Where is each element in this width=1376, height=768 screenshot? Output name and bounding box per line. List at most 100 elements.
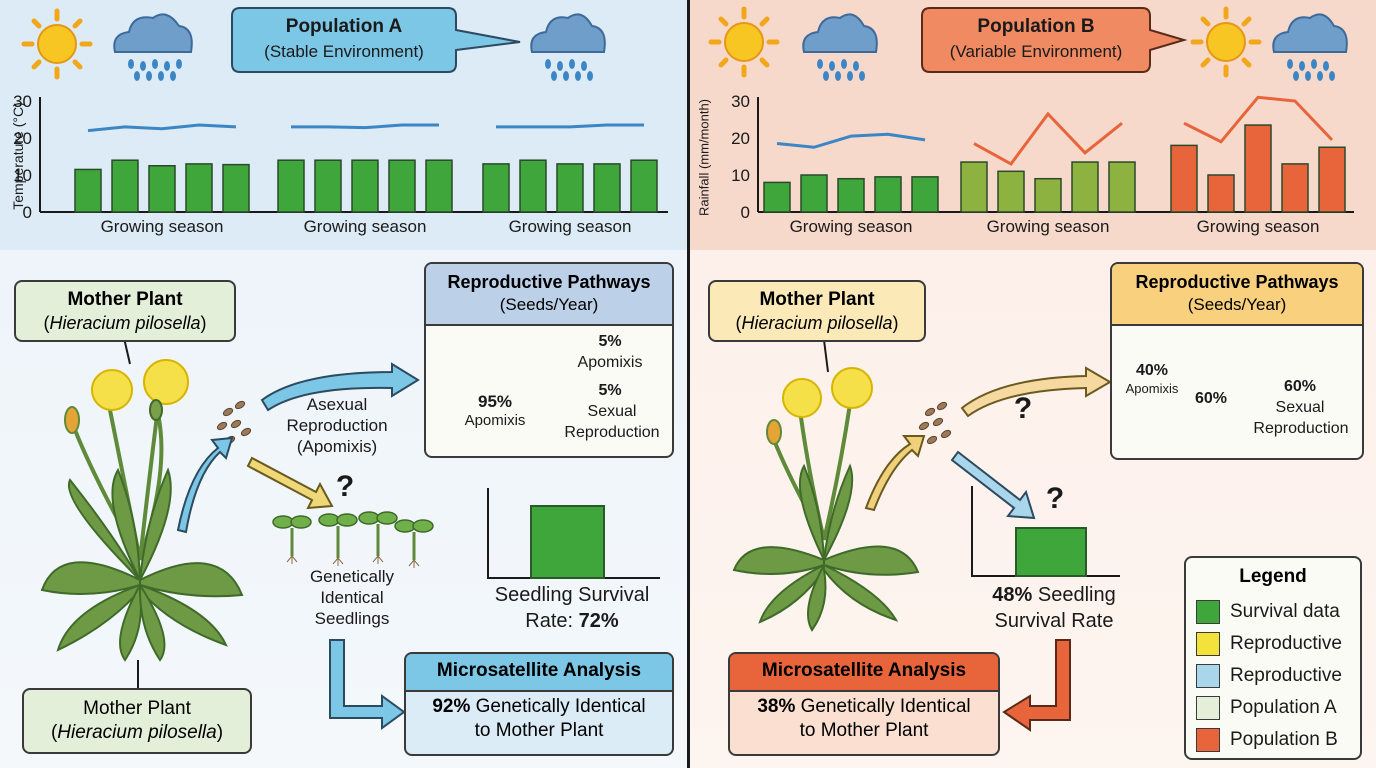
mother-plant-title: Mother Plant (759, 289, 875, 310)
slice-label: Apomixis (1125, 381, 1179, 396)
bar (911, 176, 939, 213)
micro-title: Microsatellite Analysis (436, 660, 642, 681)
bar (111, 159, 139, 213)
y-tick-label: 0 (23, 203, 32, 222)
bar (148, 165, 176, 213)
legend-swatch (1196, 728, 1220, 752)
bar (1071, 161, 1099, 213)
mother-plant-label: Mother Plant (Hieracium pilosella) (708, 280, 926, 342)
y-tick-label: 30 (731, 92, 750, 111)
slice-label: Sexual (587, 403, 637, 420)
slice-label-pct: 60% (1194, 390, 1228, 407)
legend-swatch (1196, 696, 1220, 720)
micro-line: Genetically Identical (795, 696, 971, 717)
slice-label-pct: 40% (1135, 362, 1169, 379)
micro-line: Genetically Identical (470, 696, 646, 717)
legend-item: Population A (1196, 692, 1356, 724)
bar (593, 163, 621, 213)
legend-label: Survival data (1230, 601, 1340, 622)
asexual-arrow (260, 362, 420, 412)
x-group-label: Growing season (304, 217, 427, 236)
survival-label: Seedling Survival (494, 584, 650, 606)
micro-title: Microsatellite Analysis (761, 660, 967, 681)
slice-label-pct: 60% (1283, 378, 1317, 395)
x-group-label: Growing season (509, 217, 632, 236)
slice-label-pct: 95% (477, 392, 513, 411)
seedlings-icon (272, 511, 434, 568)
y-axis-label: Rainfall (mm/month) (696, 98, 712, 217)
curved-arrow-to-seeds (176, 436, 234, 534)
survival-value: 72% (578, 610, 619, 632)
survival-value: 48% (992, 584, 1033, 606)
series-line (87, 123, 237, 133)
survival-label: 48% Seedling (954, 584, 1154, 607)
seedling-arrow (246, 456, 334, 510)
legend-title: Legend (1239, 566, 1307, 587)
survival-chart-a (487, 488, 660, 579)
legend-label: Population A (1230, 697, 1337, 718)
label-line: Identical (320, 588, 384, 607)
bar (960, 161, 988, 213)
slice-label: Apomixis (464, 412, 526, 429)
legend-swatch (1196, 632, 1220, 656)
population-b-subtitle: (Variable Environment) (949, 42, 1123, 61)
bar (630, 159, 658, 213)
series-line (776, 132, 926, 149)
bar (185, 163, 213, 213)
bar (1244, 124, 1272, 213)
reproductive-pathways-b: Reproductive Pathways (Seeds/Year) (1110, 262, 1364, 460)
mother-plant-title: Mother Plant (83, 698, 191, 719)
survival-bar (1015, 527, 1087, 577)
micro-line: to Mother Plant (474, 720, 604, 741)
series-line (973, 111, 1123, 166)
mother-plant-label-top: Mother Plant (Hieracium pilosella) (14, 280, 236, 342)
label-line: Genetically (309, 567, 395, 586)
bar (800, 174, 828, 213)
slice-label-pct: 5% (598, 333, 622, 350)
y-tick-label: 30 (13, 92, 32, 111)
legend-item: Reproductive (1196, 628, 1356, 660)
x-group-label: Growing season (987, 217, 1110, 236)
label-line: Asexual (306, 395, 368, 414)
label-line: (Apomixis) (296, 437, 378, 456)
bar (997, 170, 1025, 213)
series-line (1183, 95, 1334, 144)
micro-arrow-b (1002, 639, 1071, 732)
y-tick-label: 20 (13, 129, 32, 148)
question-mark: ? (335, 470, 355, 503)
species-name: Hieracium pilosella (741, 313, 893, 333)
slice-label: Reproduction (1253, 420, 1349, 437)
legend-item: Reproductive (1196, 660, 1356, 692)
curved-arrow-to-seeds (864, 435, 926, 512)
bar (351, 159, 379, 213)
y-tick-label: 10 (731, 166, 750, 185)
population-a-subtitle: (Stable Environment) (264, 42, 424, 61)
slice-label-pct: 5% (598, 382, 622, 399)
bar (874, 176, 902, 213)
micro-arrow-a (329, 639, 406, 730)
y-axis-label: Temperature (°C) (10, 102, 26, 210)
survival-rate-prefix: Rate: (525, 610, 579, 632)
label-line: Reproduction (286, 416, 388, 435)
asexual-reproduction-label: Asexual Reproduction (Apomixis) (262, 394, 412, 457)
sun-icon (708, 6, 780, 78)
label-line: Seedlings (314, 609, 390, 628)
rain-cloud-icon (530, 13, 606, 81)
micro-line: to Mother Plant (799, 720, 929, 741)
microsatellite-analysis-b: Microsatellite Analysis 38% Genetically … (728, 652, 1000, 756)
slice-label: Reproduction (564, 424, 660, 441)
hawkweed-plant-illustration (40, 359, 244, 662)
y-tick-label: 0 (741, 203, 750, 222)
identical-pct: 38% (757, 696, 796, 717)
population-b-callout (921, 7, 1188, 73)
hawkweed-plant-illustration (732, 367, 920, 632)
pathways-subtitle: (Seeds/Year) (499, 295, 599, 314)
question-mark: ? (1045, 482, 1065, 515)
seeds-icon (918, 401, 952, 445)
population-b-title: Population B (977, 16, 1095, 37)
panel-divider (687, 0, 690, 768)
question-mark: ? (1013, 392, 1033, 425)
